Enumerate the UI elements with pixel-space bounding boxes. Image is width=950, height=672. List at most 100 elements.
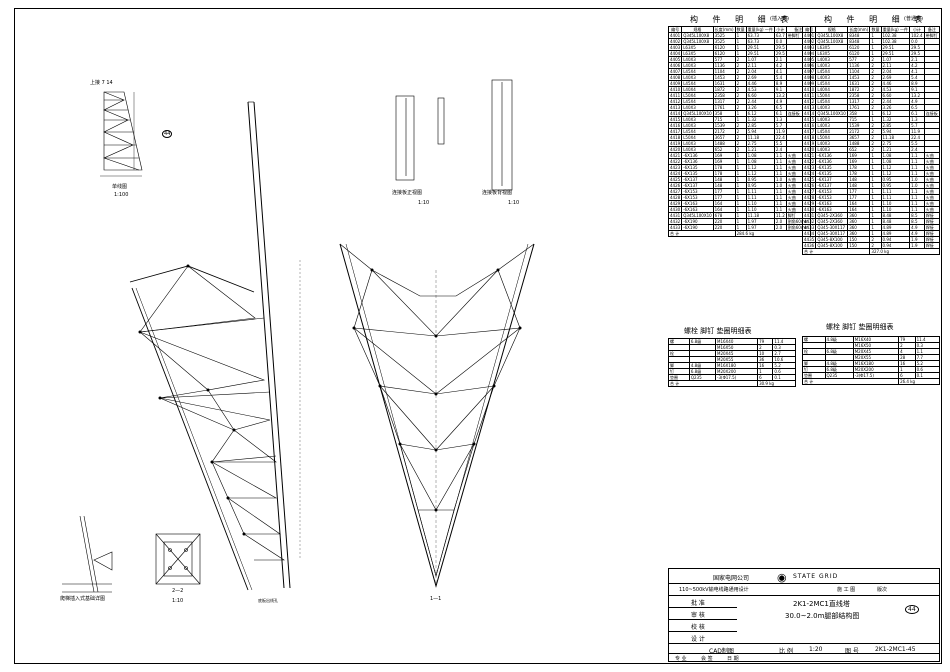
drawing-sheet bbox=[14, 8, 942, 664]
table-cell: 连接板 bbox=[923, 110, 941, 117]
footer-countersign: 会 签 bbox=[701, 656, 713, 662]
table-cell: 4411 bbox=[801, 92, 817, 99]
total-label: 合 计 bbox=[668, 230, 736, 237]
section-2-2-view bbox=[155, 533, 201, 585]
table-cell: 4429 bbox=[667, 200, 683, 207]
edition-label: 版次 bbox=[877, 587, 888, 593]
table-cell: 4417 bbox=[667, 128, 683, 135]
table-right-title: 构 件 明 细 表 bbox=[824, 15, 929, 24]
table-cell: 4416 bbox=[801, 122, 817, 129]
brand-name: STATE GRID bbox=[793, 573, 839, 580]
detail-44-label: 44 bbox=[162, 130, 173, 138]
table-cell: 4423 bbox=[667, 164, 683, 171]
table-left-title: 构 件 明 细 表 bbox=[690, 15, 795, 24]
top-connect-label: 上接 7 14 bbox=[90, 80, 113, 86]
total-value: 26.4 kg bbox=[898, 378, 940, 385]
plate-b-title: 连接板背视图 bbox=[482, 190, 513, 196]
table-cell: Q345-30X117 bbox=[815, 230, 849, 237]
table-cell: Q345-8X100 bbox=[815, 242, 849, 249]
table-cell: 4419 bbox=[667, 140, 683, 147]
table-cell: 4420 bbox=[801, 146, 817, 153]
table-cell: Q345-2X360 bbox=[815, 212, 849, 219]
table-cell: 4405 bbox=[801, 56, 817, 63]
bolt-left-title: 螺栓 脚钉 垫圈明细表 bbox=[684, 327, 752, 335]
table-cell: 4422 bbox=[667, 158, 683, 165]
table-cell: 4425 bbox=[667, 176, 683, 183]
table-cell: 4426 bbox=[801, 182, 817, 189]
table-cell: 4410 bbox=[667, 86, 683, 93]
table-cell: 29.5 bbox=[773, 44, 787, 51]
total-label: 合 计 bbox=[667, 380, 759, 387]
table-cell: 4414 bbox=[801, 110, 817, 117]
table-cell: 4409 bbox=[667, 80, 683, 87]
company-name: 国家电网公司 bbox=[713, 575, 750, 582]
drawing-number-circle: 44 bbox=[905, 605, 919, 614]
table-cell: 4424 bbox=[667, 170, 683, 177]
leg-note: 底板出线孔 bbox=[258, 598, 278, 603]
table-cell: Q345L100X10 bbox=[681, 110, 714, 117]
plate-back-a bbox=[437, 97, 445, 145]
table-cell: 22.4 bbox=[773, 134, 787, 141]
table-cell: 4416 bbox=[667, 122, 683, 129]
table-cell: Q345-2X360 bbox=[815, 218, 849, 225]
single-line-diagram-outline bbox=[103, 91, 143, 171]
total-value: 327.0 kg bbox=[869, 248, 940, 255]
table-cell: 4408 bbox=[667, 74, 683, 81]
drawing-name-line1: 2K1-2MC1直线塔 bbox=[793, 600, 850, 608]
drawing-no-value: 2K1-2MC1-45 bbox=[875, 646, 916, 653]
section-2-scale: 1:10 bbox=[172, 598, 184, 604]
table-cell: 4412 bbox=[667, 98, 683, 105]
footer-discipline: 专 业 bbox=[675, 656, 687, 662]
role-design: 设 计 bbox=[691, 636, 705, 643]
table-cell: Q345L100X8 bbox=[815, 32, 849, 39]
footer-date: 日 期 bbox=[727, 656, 739, 662]
table-cell: 4429 bbox=[801, 200, 817, 207]
role-review: 审 核 bbox=[691, 612, 705, 619]
table-cell: 63.7 bbox=[773, 32, 787, 39]
scale-label: 比 例 bbox=[779, 648, 793, 655]
table-cell: 4427 bbox=[667, 188, 683, 195]
table-cell: Q345L100X8 bbox=[681, 32, 714, 39]
col-header: 长度(mm) bbox=[847, 26, 871, 33]
table-cell: 4431 bbox=[801, 212, 817, 219]
cad-label: CAD制图 bbox=[709, 648, 734, 655]
table-cell: 4428 bbox=[801, 194, 817, 201]
table-cell: 4405 bbox=[667, 56, 683, 63]
table-cell: 4426 bbox=[667, 182, 683, 189]
side-view-scale: 1:100 bbox=[114, 192, 129, 198]
table-cell: 4424 bbox=[801, 170, 817, 177]
table-cell: 4403 bbox=[801, 44, 817, 51]
table-cell: 4430 bbox=[801, 206, 817, 213]
table-cell: 4432 bbox=[801, 218, 817, 225]
table-cell: Q345-30X117 bbox=[815, 224, 849, 231]
table-cell: 4421 bbox=[801, 152, 817, 159]
drawing-no-label: 图 号 bbox=[845, 648, 859, 655]
table-cell: 4425 bbox=[801, 176, 817, 183]
state-grid-logo-icon: ◉ bbox=[777, 571, 787, 584]
table-cell: 4401 bbox=[667, 32, 683, 39]
table-cell: 4401 bbox=[801, 32, 817, 39]
title-block: 国家电网公司 ◉ STATE GRID 110~500kV输电线路通用设计 施 … bbox=[668, 568, 940, 662]
table-cell: 4428 bbox=[667, 194, 683, 201]
table-cell: 102.4 bbox=[909, 32, 925, 39]
table-cell: 4418 bbox=[667, 134, 683, 141]
